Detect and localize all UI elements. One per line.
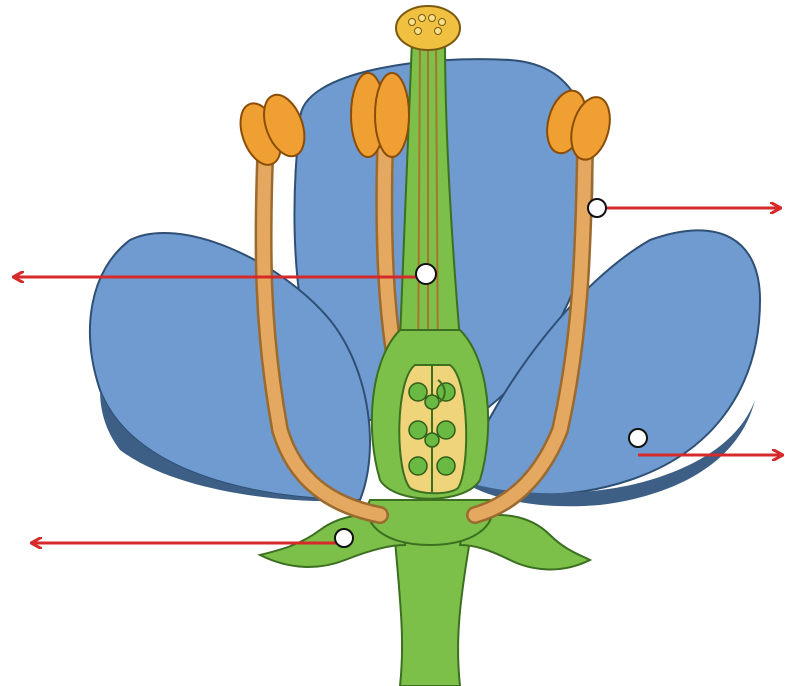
ovule	[409, 457, 427, 475]
stigma	[396, 6, 460, 50]
ovule	[437, 457, 455, 475]
anther-center	[351, 73, 409, 157]
pointer-marker	[416, 264, 436, 284]
ovule	[425, 433, 439, 447]
ovule	[437, 383, 455, 401]
pointer-marker	[335, 529, 353, 547]
ovule	[425, 395, 439, 409]
pointer-anther-filament	[588, 199, 780, 217]
pointer-sepal	[32, 529, 353, 547]
ovule	[437, 421, 455, 439]
ovule	[409, 421, 427, 439]
ovule	[409, 383, 427, 401]
pointer-marker	[588, 199, 606, 217]
pointer-marker	[629, 429, 647, 447]
stem	[395, 540, 470, 686]
